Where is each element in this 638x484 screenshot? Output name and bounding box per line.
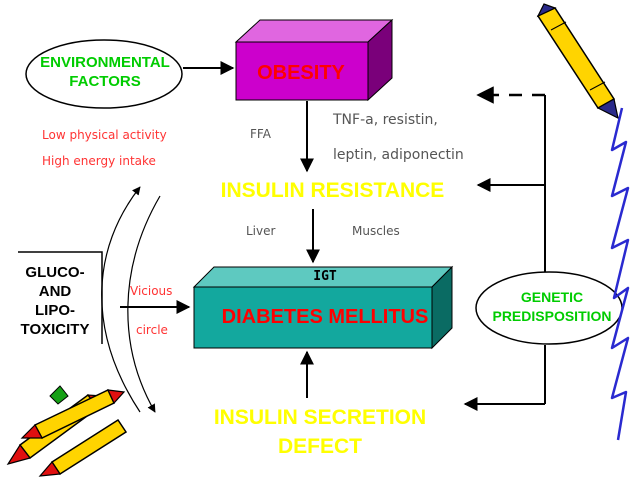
liver-label: Liver [246,224,276,238]
circle-label: circle [136,323,168,337]
tnf-line2-label: leptin, adiponectin [333,147,464,163]
diabetes-box [192,265,454,350]
diabetes-mellitus-label: DIABETES MELLITUS [221,306,429,328]
obesity-box [234,18,394,102]
igt-label: IGT [313,269,337,284]
high-energy-intake-label: High energy intake [42,154,156,168]
insulin-resistance-label: INSULIN RESISTANCE [220,179,445,202]
insulin-secretion-defect-label: INSULIN SECRETION DEFECT [213,406,427,458]
environmental-factors-label: ENVIRONMENTAL FACTORS [40,54,170,90]
muscles-label: Muscles [352,224,400,238]
gluco-lipo-toxicity-label: GLUCO- AND LIPO- TOXICITY [20,264,90,338]
vicious-curve-outer [101,186,141,413]
low-physical-activity-label: Low physical activity [42,128,167,142]
ffa-label: FFA [250,127,271,141]
genetic-predisposition-label: GENETIC PREDISPOSITION [492,289,612,324]
tnf-line1-label: TNF-a, resistin, [333,112,438,128]
vicious-label: Vicious [130,284,173,298]
scribble-decoration [610,107,630,441]
crayon-top-right-icon [536,3,619,120]
vicious-curve-inner [127,195,161,413]
gluco-toxicity-bracket [18,251,103,344]
environmental-factors-ellipse [25,39,183,109]
crayons-bottom-left-icon [6,385,128,477]
obesity-label: OBESITY [257,62,345,84]
